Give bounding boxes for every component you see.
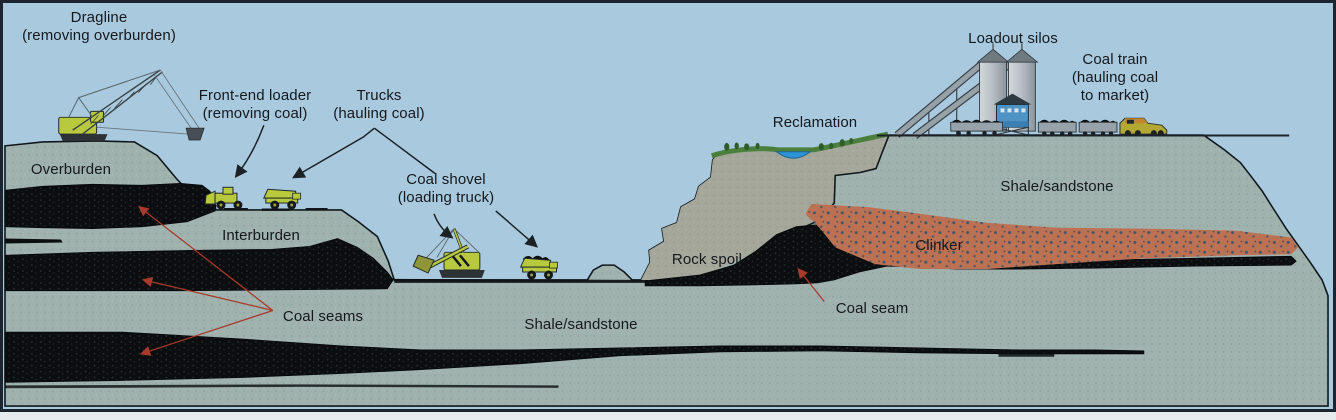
dragline-cables (96, 69, 200, 135)
coal-car (950, 119, 1003, 136)
coal-seam-middle (4, 238, 394, 292)
conveyor-belt (895, 56, 991, 137)
truck-hub (290, 203, 294, 207)
coal-seams-arrow-2 (141, 276, 273, 312)
label-coal-seam-right: Coal seam (835, 300, 909, 317)
outer-margin (0, 412, 1336, 420)
label-coal-seams: Coal seams (282, 308, 364, 325)
trucks-arrow-right-upper (373, 127, 436, 175)
coal-seam-upper (4, 182, 217, 230)
dragline-gantry (68, 69, 161, 118)
bench-coal-dashes (224, 207, 328, 211)
locomotive (1119, 117, 1168, 137)
label-dragline: Dragline (removing overburden) (22, 9, 176, 44)
loader-hub (219, 203, 223, 207)
dragline-boom (72, 69, 163, 135)
label-interburden: Interburden (222, 227, 300, 244)
mine-cross-section-illustration (3, 3, 1333, 409)
coal-seams-arrow-3 (139, 309, 273, 356)
shovel-arrow (433, 213, 454, 239)
label-overburden: Overburden (30, 161, 112, 178)
shovel-stripes (451, 254, 470, 267)
truck-cab (549, 261, 558, 269)
truck-hub (547, 273, 551, 277)
label-reclamation: Reclamation (772, 114, 858, 131)
truck-bed (263, 188, 297, 199)
coal-seams-arrow-1 (138, 206, 274, 311)
truck-bed (519, 257, 552, 268)
coal-streak (4, 238, 63, 244)
dragline-figure (58, 69, 205, 141)
trees (724, 138, 854, 151)
trucks-arrow-left (292, 127, 375, 179)
label-loadout-silos: Loadout silos (968, 30, 1058, 47)
truck-cab (292, 192, 302, 200)
loader-cab (222, 186, 234, 195)
loader-arrow (234, 124, 265, 178)
coal-seam-arrow (797, 267, 825, 302)
coal-car (1037, 119, 1077, 136)
building-window (1014, 108, 1019, 113)
shovel-tracks (439, 270, 485, 278)
dragline-bucket (185, 127, 205, 141)
label-rock-spoil: Rock spoil (671, 251, 743, 268)
haul-truck-figure (263, 188, 302, 210)
building-window (1021, 108, 1026, 113)
silo-poles (992, 43, 1023, 50)
coal-car (1078, 119, 1118, 136)
label-shale-sandstone-left: Shale/sandstone (524, 316, 638, 333)
truck-hub (530, 273, 534, 277)
building-window (1007, 108, 1012, 113)
building-window (1000, 108, 1005, 113)
clinker-layer (805, 204, 1299, 270)
trucks-arrow-right-lower (495, 210, 539, 248)
label-trucks: Trucks (hauling coal) (333, 87, 425, 122)
shovel-bucket (412, 254, 435, 274)
dragline-tracks (59, 134, 108, 141)
truck-hub (273, 203, 277, 207)
rock-spoil-mass (641, 135, 890, 280)
coal-shovel-figure (412, 228, 485, 278)
loader-hub (236, 203, 240, 207)
silo-cap (1005, 48, 1039, 63)
coal-dash-right (998, 353, 1055, 357)
building-base (996, 121, 1029, 128)
grass-strip (711, 131, 889, 159)
reclamation-figure (711, 131, 889, 159)
coal-bottom-line (4, 384, 559, 389)
label-shale-sandstone-right: Shale/sandstone (1000, 178, 1114, 195)
haul-truck-loaded-figure (519, 255, 558, 280)
loader-bucket (204, 190, 216, 205)
dragline-boom-lattice (90, 76, 157, 125)
silo-cap (976, 48, 1010, 63)
annotation-arrows (138, 124, 825, 356)
pit-floor-coal-line (394, 278, 649, 283)
label-coal-shovel: Coal shovel (loading truck) (397, 171, 495, 206)
front-end-loader-figure (204, 186, 243, 210)
label-coal-train: Coal train (hauling coal to market) (1071, 51, 1159, 104)
label-clinker: Clinker (915, 237, 963, 254)
pond (775, 151, 812, 159)
label-front-end-loader: Front-end loader (removing coal) (198, 87, 312, 122)
coal-train-figure (877, 117, 1290, 137)
building-roof (993, 93, 1032, 105)
coal-seam-lower (4, 331, 1145, 383)
shovel-dipper (429, 245, 469, 268)
